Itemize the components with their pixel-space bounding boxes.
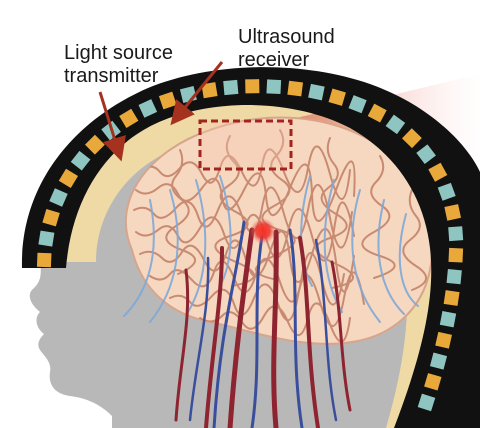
light-transmitter-tile: [402, 128, 422, 149]
ultrasound-receiver-tile: [429, 352, 448, 370]
ultrasound-receiver-tile: [446, 268, 462, 285]
ultrasound-receiver-arrow: [170, 61, 224, 126]
light-transmitter-tile: [36, 252, 52, 268]
light-transmitter-tile: [444, 204, 462, 221]
vein: [250, 234, 264, 428]
target-spot: [250, 218, 276, 244]
ultrasound-receiver-tile: [266, 79, 282, 95]
ultrasound-receiver-tile: [49, 188, 68, 207]
light-transmitter-tile: [201, 82, 218, 99]
artery: [227, 227, 255, 428]
ultrasound-receiver-tile: [308, 83, 325, 101]
light-transmitter-tile: [428, 162, 448, 182]
light-transmitter-tile: [58, 168, 79, 189]
ultrasound-receiver-tile: [138, 99, 158, 118]
light-transmitter-tile: [85, 134, 105, 155]
ultrasound-receiver-label-line1: Ultrasound: [238, 26, 335, 48]
ultrasound-receiver-tile: [385, 114, 406, 135]
artery: [174, 268, 190, 422]
ultrasound-receiver-tile: [348, 95, 367, 114]
artery: [271, 229, 279, 428]
ultrasound-receiver-tile: [437, 182, 456, 201]
vein: [212, 220, 246, 428]
light-transmitter-tile: [42, 209, 60, 227]
light-source-label: Light source transmitter: [64, 42, 173, 88]
light-transmitter-tile: [367, 103, 387, 123]
ultrasound-receiver-tile: [448, 226, 464, 242]
helmet-shell: [21, 67, 480, 428]
light-source-label-line1: Light source: [64, 42, 173, 64]
light-transmitter-tile: [287, 80, 304, 97]
ultrasound-receiver-label: Ultrasound receiver: [238, 26, 335, 72]
light-transmitter-tile: [424, 373, 442, 391]
light-transmitter-tile: [245, 79, 260, 94]
light-transmitter-tile: [119, 108, 139, 129]
light-source-arrow: [98, 91, 126, 162]
ultrasound-receiver-tile: [70, 150, 91, 171]
brain: [124, 116, 434, 345]
roi-box: [198, 119, 293, 171]
vein: [288, 228, 304, 428]
light-transmitter-tile: [328, 88, 346, 106]
ultrasound-receiver-tile: [439, 311, 457, 328]
blood-vessels: [174, 220, 352, 428]
ultrasound-receiver-tile: [417, 393, 436, 412]
light-transmitter-tile: [443, 290, 460, 306]
artery: [298, 236, 320, 428]
light-transmitter-tile: [435, 331, 452, 349]
vein: [314, 238, 338, 422]
light-source-label-line2: transmitter: [64, 65, 159, 87]
artery: [204, 246, 224, 428]
light-transmitter-tile: [448, 247, 464, 263]
ultrasound-receiver-tile: [38, 230, 55, 247]
vein: [188, 256, 210, 422]
ultrasound-receiver-tile: [223, 79, 239, 96]
artery: [330, 260, 352, 412]
ultrasound-receiver-label-line2: receiver: [238, 49, 310, 71]
ultrasound-receiver-tile: [416, 144, 436, 165]
